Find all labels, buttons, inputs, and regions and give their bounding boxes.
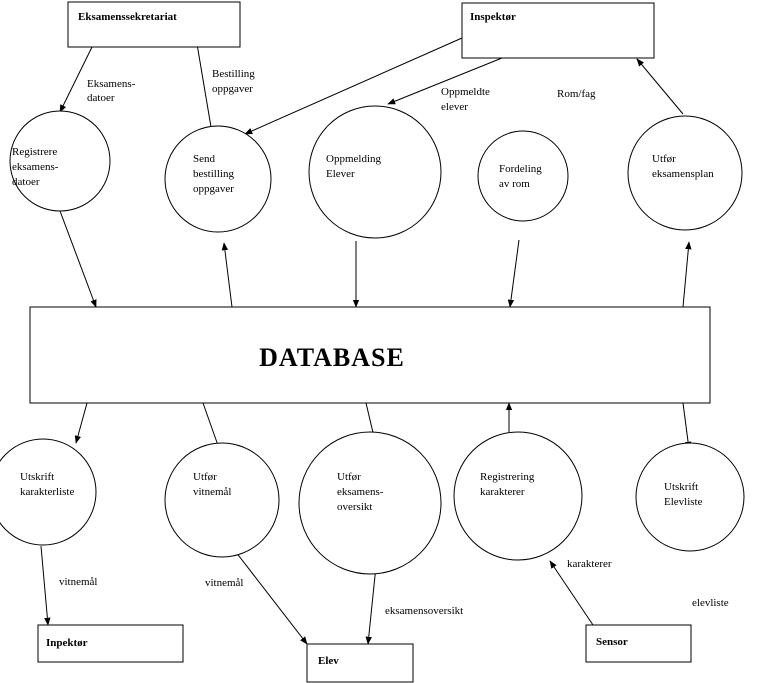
process-oppmelding-elever-label: Oppmelding Elever: [326, 153, 384, 180]
process-utfor-eksamensoversikt-label: Utfør eksamens- oversikt: [337, 471, 386, 513]
edge-send-to-sekretariat: [194, 37, 212, 128]
edge-inspektor-to-send: [244, 37, 463, 135]
entity-eksamenssekretariat-label: Eksamenssekretariat: [78, 11, 177, 23]
edge-database-to-utskrift-elev: [682, 402, 692, 450]
process-registrere-eksamensdatoer[interactable]: Registrere eksamens- datoer: [9, 110, 111, 212]
entity-inpektor-bottom[interactable]: Inpektør: [37, 624, 184, 663]
flow-label-eksamensoversikt: eksamensoversikt: [385, 605, 463, 617]
edge-utskrift-kar-to-inpektor: [40, 545, 51, 626]
process-send-bestilling-oppgaver[interactable]: Send bestilling oppgaver: [164, 125, 272, 233]
edges: [40, 37, 692, 645]
entity-inpektor-bottom-label: Inpektør: [46, 637, 88, 649]
process-utfor-eksamensoversikt[interactable]: Utfør eksamens- oversikt: [298, 431, 442, 575]
process-fordeling-av-rom[interactable]: Fordeling av rom: [477, 130, 569, 222]
process-fordeling-av-rom-label: Fordeling av rom: [499, 163, 545, 190]
edge-fordeling-to-database: [507, 239, 520, 308]
process-utfor-vitnemal[interactable]: Utfør vitnemål: [164, 442, 280, 558]
process-oppmelding-elever[interactable]: Oppmelding Elever: [308, 105, 442, 239]
entity-elev[interactable]: Elev: [306, 643, 414, 683]
edge-sekretariat-to-registrere: [59, 46, 93, 113]
edge-database-to-utskrift-kar: [74, 402, 88, 444]
database-label: DATABASE: [259, 343, 405, 372]
process-registrere-eksamensdatoer-label: Registrere eksamens- datoer: [12, 146, 61, 188]
flow-label-rom-fag: Rom/fag: [557, 88, 596, 100]
entity-inspektor-top[interactable]: Inspektør: [461, 2, 655, 59]
process-utfor-vitnemal-label: Utfør vitnemål: [193, 471, 232, 498]
process-utskrift-elevliste-label: Utskrift Elevliste: [664, 481, 703, 508]
process-utfor-eksamensplan-label: Utfør eksamensplan: [652, 153, 714, 180]
flow-label-vitnemal-1: vitnemål: [59, 576, 98, 588]
process-utfor-eksamensplan[interactable]: Utfør eksamensplan: [627, 115, 743, 231]
entity-sensor-label: Sensor: [596, 636, 628, 648]
process-registrering-karakterer[interactable]: Registrering karakterer: [453, 431, 583, 561]
flow-label-eksamensdatoer: Eksamens- datoer: [87, 78, 138, 104]
process-send-bestilling-oppgaver-label: Send bestilling oppgaver: [193, 153, 237, 195]
process-utskrift-karakterliste-label: Utskrift karakterliste: [20, 471, 74, 498]
edge-utfor-plan-to-inspektor: [636, 58, 684, 115]
entity-elev-label: Elev: [318, 655, 339, 667]
entity-sensor[interactable]: Sensor: [585, 624, 692, 663]
edge-sensor-to-registrering-kar: [549, 560, 594, 626]
process-utskrift-elevliste[interactable]: Utskrift Elevliste: [635, 442, 745, 552]
flow-label-elevliste: elevliste: [692, 597, 729, 609]
edge-database-to-send: [221, 242, 233, 308]
flow-label-vitnemal-2: vitnemål: [205, 577, 244, 589]
flow-label-karakterer: karakterer: [567, 558, 612, 570]
edge-registrere-to-database: [59, 210, 97, 308]
edge-database-to-utfor-plan: [682, 241, 692, 308]
flow-label-bestilling-oppgaver: Bestilling oppgaver: [212, 68, 258, 95]
entity-eksamenssekretariat[interactable]: Eksamenssekretariat: [67, 1, 241, 48]
edge-utfor-vitnemal-to-elev: [231, 546, 308, 645]
flow-label-oppmeldte-elever: Oppmeldte elever: [441, 86, 493, 113]
process-registrering-karakterer-label: Registrering karakterer: [480, 471, 537, 498]
process-utskrift-karakterliste[interactable]: Utskrift karakterliste: [0, 438, 97, 546]
database-store[interactable]: DATABASE: [29, 306, 711, 404]
entity-inspektor-top-label: Inspektør: [470, 11, 516, 23]
edge-utfor-oversikt-to-elev: [365, 565, 377, 645]
edge-inspektor-to-oppmelding: [387, 57, 503, 105]
